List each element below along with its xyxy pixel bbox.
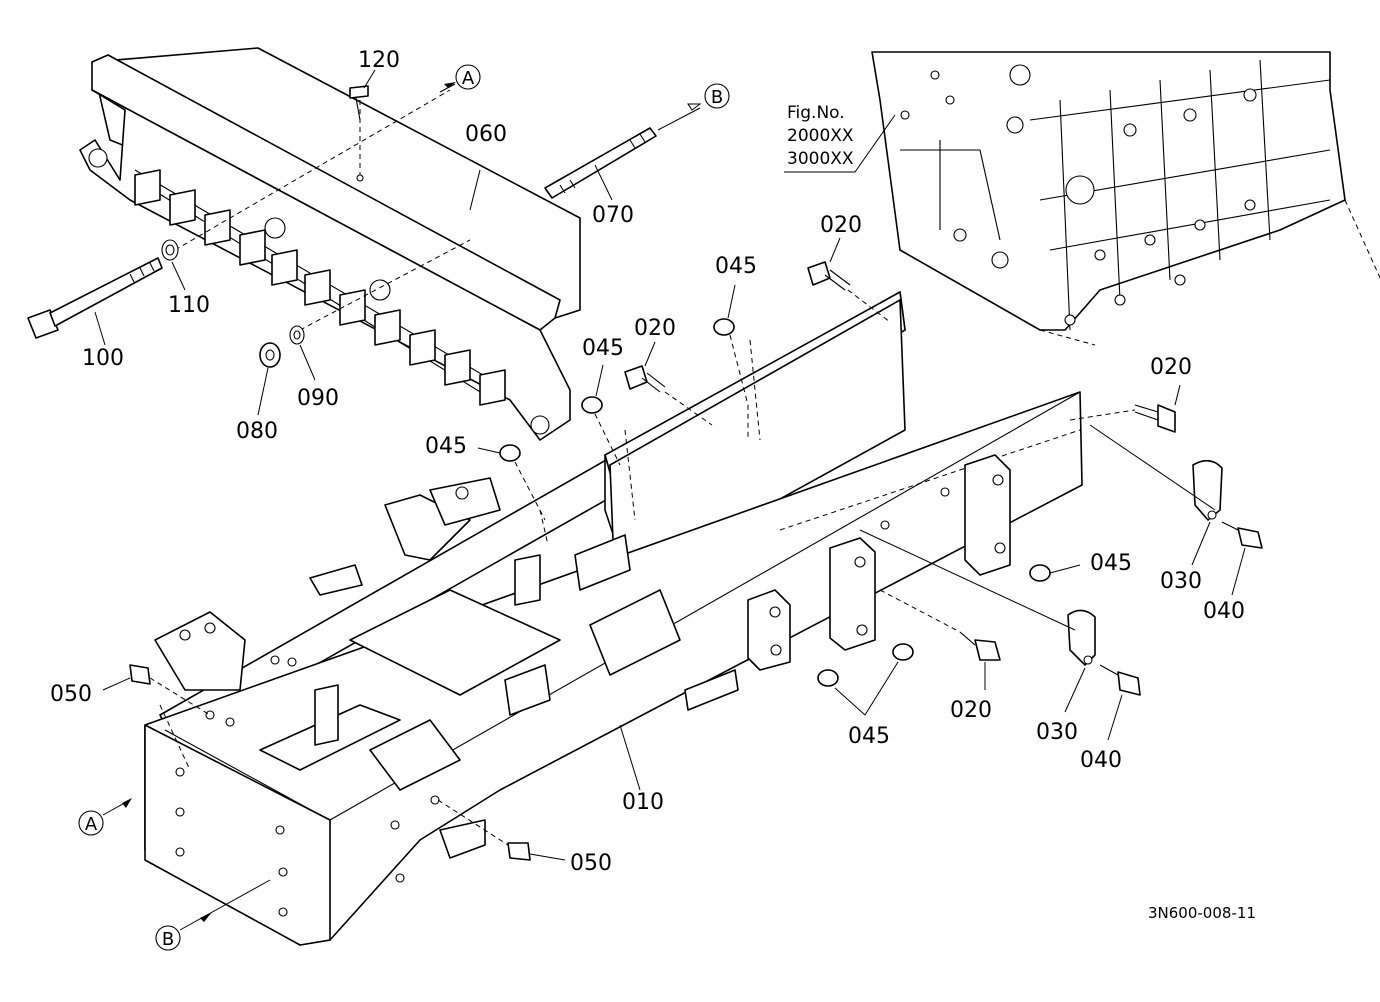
label-120: 120	[358, 48, 400, 73]
fig-number-2: 3000XX	[787, 149, 854, 169]
label-050-b: 050	[570, 851, 612, 876]
part-045-collar-a	[713, 284, 749, 440]
svg-text:A: A	[462, 68, 475, 89]
part-120-pin	[349, 69, 376, 182]
part-100-bolt	[27, 257, 163, 346]
engine-block	[871, 51, 1380, 346]
label-020-c: 020	[1150, 355, 1192, 380]
svg-text:B: B	[162, 929, 174, 950]
part-045-collar-e	[817, 643, 914, 716]
part-110-washer	[161, 239, 186, 291]
part-020-bolt-a	[807, 237, 891, 323]
label-080: 080	[236, 419, 278, 444]
marker-a-top: A	[455, 64, 481, 90]
label-020-b: 020	[634, 316, 676, 341]
label-050-a: 050	[50, 682, 92, 707]
figure-reference: Fig.No. 2000XX 3000XX	[784, 103, 896, 173]
part-010-frame	[144, 291, 1083, 946]
cover-ribs	[134, 169, 506, 406]
fig-number-1: 2000XX	[787, 126, 854, 146]
marker-b-top: B	[704, 83, 730, 109]
part-labels: 120 060 070 110 100 080 090 020 045 020 …	[50, 48, 1245, 876]
part-020-bolt-c	[1069, 384, 1181, 433]
label-100: 100	[82, 346, 124, 371]
part-045-collar-c	[477, 444, 546, 521]
part-080-nut	[257, 342, 281, 416]
label-045-c: 045	[425, 434, 467, 459]
label-040-a: 040	[1203, 599, 1245, 624]
svg-text:B: B	[711, 87, 723, 108]
spacer-blocks	[747, 454, 1011, 671]
label-110: 110	[168, 293, 210, 318]
label-010: 010	[622, 790, 664, 815]
label-030-b: 030	[1036, 720, 1078, 745]
part-045-collar-d	[1029, 564, 1081, 582]
drawing-code: 3N600-008-11	[1148, 904, 1256, 922]
part-070-stud	[544, 103, 702, 201]
part-090-washer	[289, 325, 316, 381]
part-030-clamp-a	[1191, 459, 1223, 566]
label-070: 070	[592, 203, 634, 228]
label-020-a: 020	[820, 213, 862, 238]
part-045-collar-b	[581, 364, 621, 466]
label-045-b: 045	[582, 336, 624, 361]
label-040-b: 040	[1080, 748, 1122, 773]
part-050-bolt-a	[102, 664, 211, 716]
part-020-bolt-b	[624, 341, 713, 426]
label-060: 060	[465, 122, 507, 147]
part-040-screw-a	[1089, 424, 1263, 596]
label-045-d: 045	[1090, 551, 1132, 576]
label-020-d: 020	[950, 698, 992, 723]
label-045-e: 045	[848, 724, 890, 749]
part-060-cover	[79, 47, 581, 441]
part-050-bolt-b	[437, 799, 566, 861]
part-040-screw-b	[859, 529, 1141, 741]
label-090: 090	[297, 386, 339, 411]
marker-a-bottom: A	[78, 798, 132, 836]
fig-label: Fig.No.	[787, 103, 845, 123]
part-030-clamp-b	[1064, 609, 1096, 713]
part-020-bolt-d	[879, 589, 1001, 690]
label-030-a: 030	[1160, 569, 1202, 594]
label-045-a: 045	[715, 254, 757, 279]
marker-b-bottom: B	[155, 879, 271, 951]
svg-text:A: A	[85, 814, 98, 835]
